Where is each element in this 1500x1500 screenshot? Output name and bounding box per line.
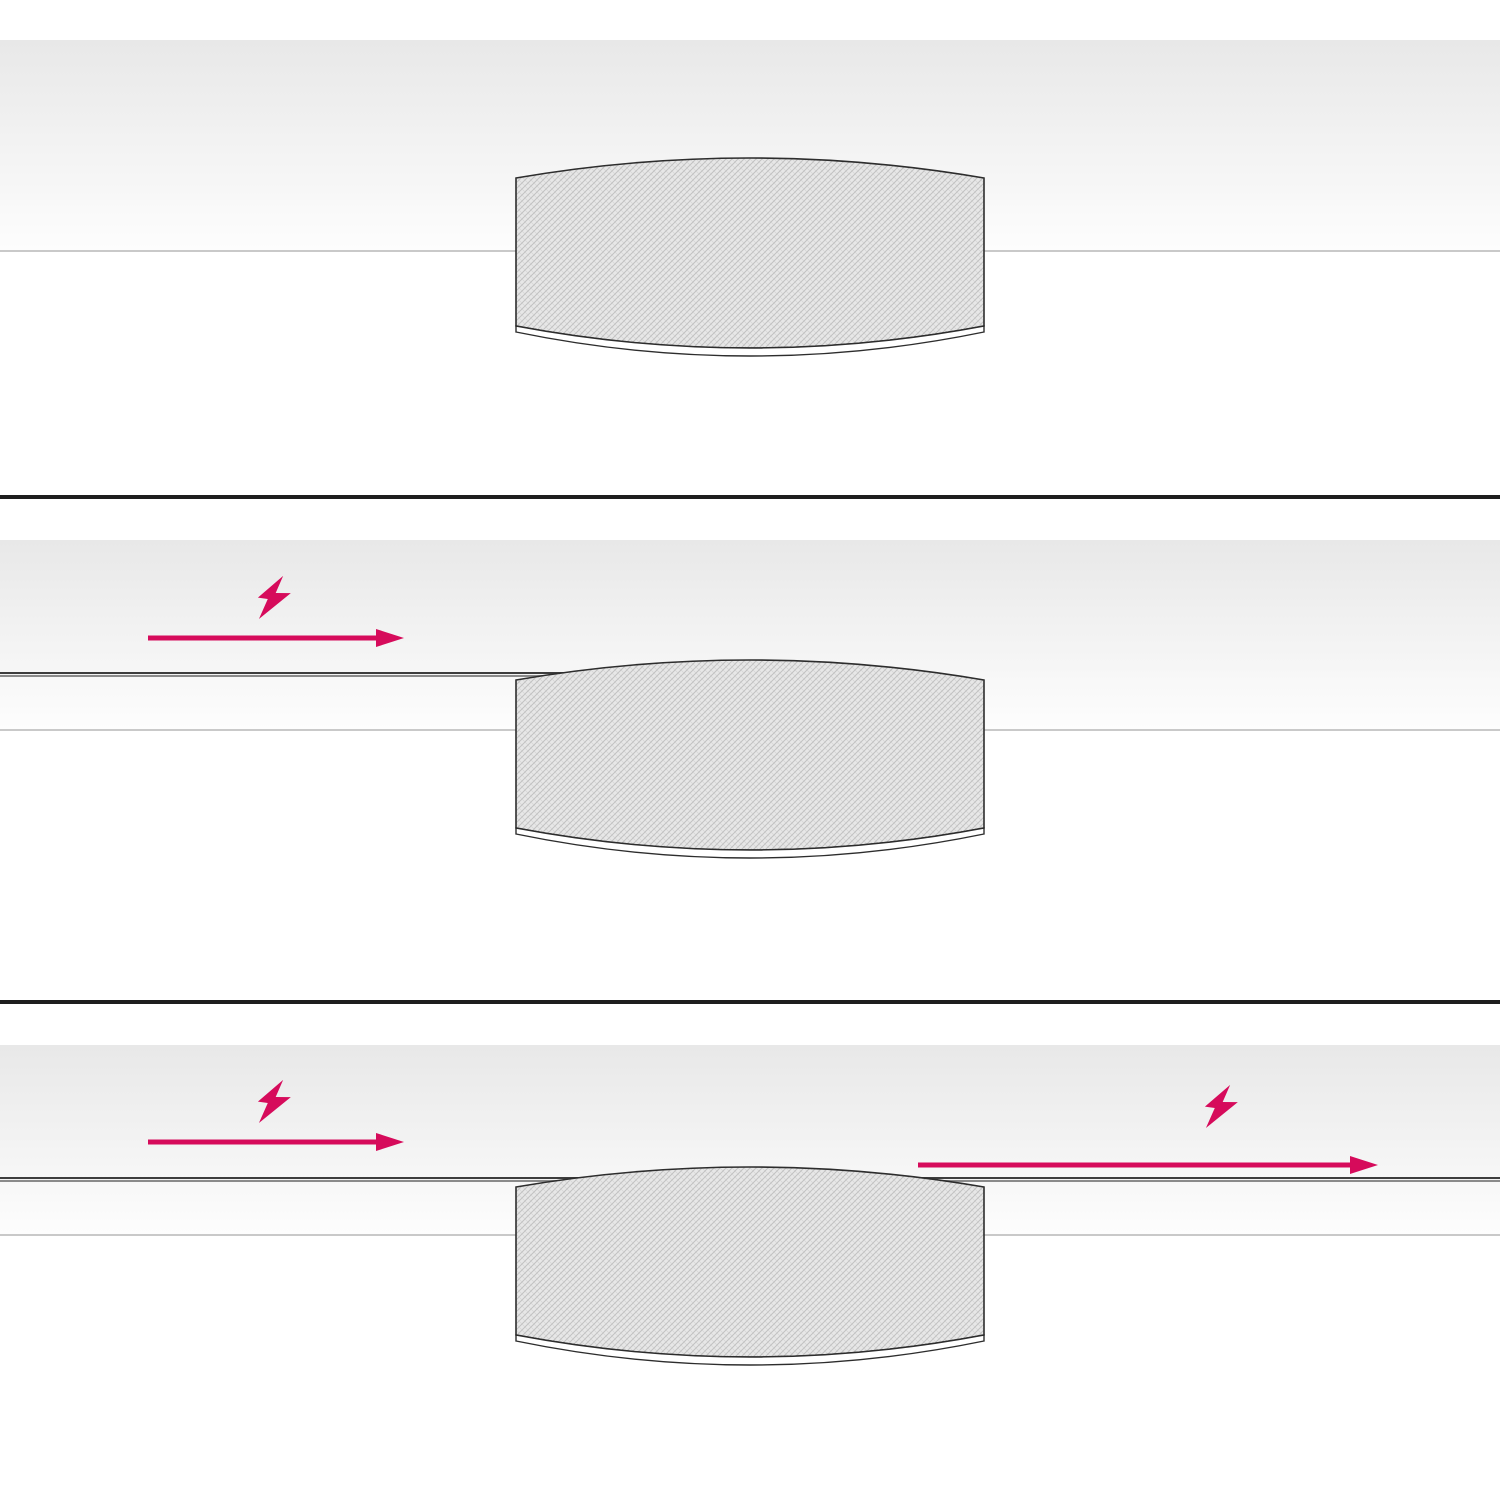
shade-body xyxy=(515,1166,985,1358)
drum-ceiling-lamp xyxy=(513,138,987,370)
panel-divider xyxy=(0,1000,1500,1004)
panel-lamp-no-cable xyxy=(0,0,1500,495)
power-cable-right xyxy=(745,1177,1500,1182)
power-cable-left xyxy=(0,1177,755,1182)
current-flow-left xyxy=(148,575,404,677)
current-flow-left xyxy=(148,1079,404,1181)
shade-diffuser xyxy=(515,1334,985,1366)
shade-diffuser xyxy=(515,827,985,859)
lightning-bolt-icon xyxy=(1204,1084,1238,1128)
shade-body xyxy=(515,157,985,349)
shade-body xyxy=(515,659,985,851)
panel-lamp-cable-in xyxy=(0,495,1500,1000)
lightning-bolt-icon xyxy=(257,575,291,619)
current-flow-right xyxy=(918,1084,1378,1186)
drum-ceiling-lamp xyxy=(513,1147,987,1379)
shade-diffuser xyxy=(515,325,985,357)
direction-arrow-icon xyxy=(918,1156,1378,1174)
power-cable-left xyxy=(0,672,755,677)
panel-divider xyxy=(0,495,1500,499)
direction-arrow-icon xyxy=(148,1133,404,1151)
direction-arrow-icon xyxy=(148,629,404,647)
lightning-bolt-icon xyxy=(257,1079,291,1123)
drum-ceiling-lamp xyxy=(513,640,987,872)
panel-lamp-cable-through xyxy=(0,1000,1500,1500)
